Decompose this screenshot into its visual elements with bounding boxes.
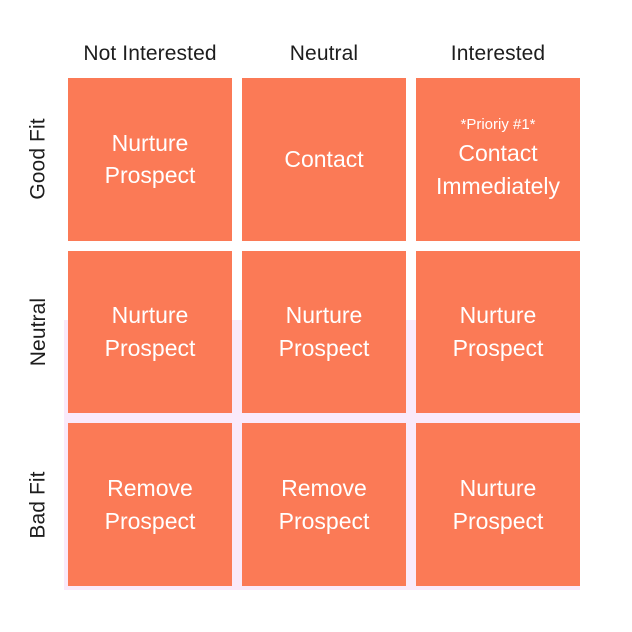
matrix-cell-label: Nurture Prospect (453, 472, 544, 537)
matrix-cell-line: Immediately (436, 172, 560, 199)
row-header-label: Neutral (27, 297, 50, 367)
matrix-cell-label: Nurture Prospect (279, 299, 370, 364)
column-header-neutral: Neutral (242, 36, 406, 72)
matrix-cell: Nurture Prospect (242, 250, 406, 414)
matrix-cell-label: Nurture Prospect (105, 127, 196, 192)
matrix-cell-line: Contact (284, 146, 364, 172)
matrix-cell-label: Nurture Prospect (453, 299, 544, 364)
matrix-cell-line: Prospect (452, 334, 544, 361)
column-header-label: Interested (450, 42, 546, 65)
matrix-cell-note: *Prioriy #1* (460, 116, 536, 134)
matrix-cell: Remove Prospect (68, 423, 232, 586)
matrix-cell-line: Prospect (104, 162, 196, 189)
matrix-cell-line: Prospect (104, 334, 196, 361)
matrix-cell-line: Contact (458, 140, 538, 167)
matrix-cell: Nurture Prospect (416, 250, 580, 414)
matrix-cell-line: Remove (107, 475, 193, 501)
matrix-grid: Nurture Prospect Contact *Prioriy #1* Co… (68, 78, 580, 586)
matrix-cell-line: Nurture (459, 302, 537, 329)
matrix-cell: Nurture Prospect (68, 78, 232, 241)
matrix-cell-line: Nurture (285, 302, 363, 329)
row-header-label: Good Fit (27, 118, 50, 200)
column-header-not-interested: Not Interested (68, 36, 232, 72)
matrix-cell-label: Nurture Prospect (105, 299, 196, 364)
matrix-cell-line: Prospect (278, 334, 370, 361)
matrix-cell-line: Prospect (278, 507, 370, 534)
matrix-cell-label: Remove Prospect (105, 472, 196, 537)
row-header-good-fit: Good Fit (18, 78, 60, 241)
column-header-interested: Interested (416, 36, 580, 72)
row-header-column: Good Fit Neutral Bad Fit (18, 78, 60, 586)
matrix-cell-line: Nurture (459, 475, 537, 501)
matrix-cell: Nurture Prospect (416, 423, 580, 586)
matrix-cell: Nurture Prospect (68, 250, 232, 414)
matrix-cell-priority: *Prioriy #1* Contact Immediately (416, 78, 580, 241)
matrix-cell-label: Remove Prospect (279, 472, 370, 537)
column-header-label: Neutral (289, 42, 359, 65)
matrix-cell-line: Prospect (104, 507, 196, 534)
matrix-cell: Remove Prospect (242, 423, 406, 586)
matrix-cell-line: Remove (281, 475, 367, 501)
row-header-label: Bad Fit (27, 471, 51, 539)
column-header-label: Not Interested (83, 42, 217, 65)
row-header-neutral: Neutral (18, 251, 60, 414)
matrix-cell-line: Nurture (111, 302, 189, 329)
matrix-cell: Contact (242, 78, 406, 241)
matrix-cell-line: Nurture (111, 129, 189, 156)
matrix-cell-label: Contact Immediately (436, 137, 560, 202)
column-header-row: Not Interested Neutral Interested (68, 36, 580, 72)
matrix-cell-line: Prospect (452, 507, 544, 534)
matrix-cell-label: Contact (284, 143, 363, 176)
row-header-bad-fit: Bad Fit (18, 423, 60, 586)
